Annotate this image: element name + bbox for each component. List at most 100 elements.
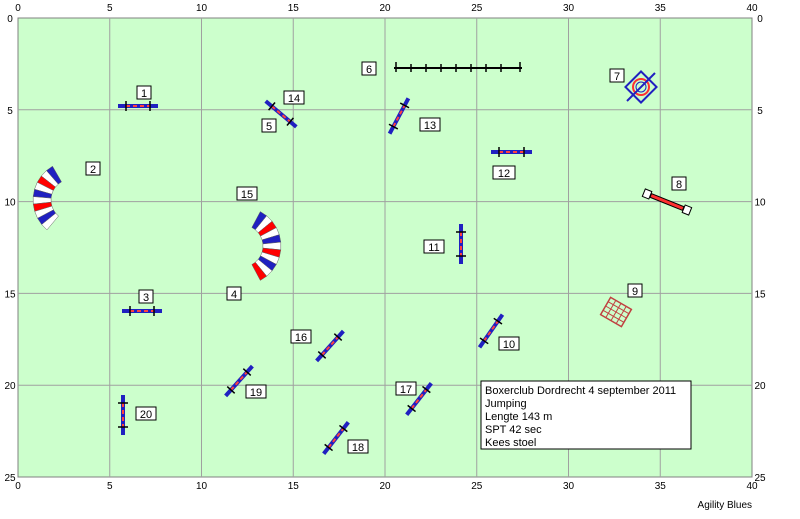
tunnel-2 [32, 165, 62, 231]
info-length: Lengte 143 m [485, 411, 552, 423]
info-club-date: Boxerclub Dordrecht 4 september 2011 [485, 385, 676, 397]
svg-text:3: 3 [143, 292, 149, 304]
jump-16 [315, 329, 345, 363]
x-tick-label-top: 25 [471, 3, 483, 14]
x-tick-label-top: 35 [655, 3, 667, 14]
svg-text:13: 13 [424, 120, 436, 132]
info-class: Jumping [485, 398, 527, 410]
jump-13 [387, 97, 411, 135]
label-12: 12 [492, 165, 516, 180]
jump-3 [122, 306, 162, 316]
tunnel-segment [41, 212, 59, 231]
jump-17 [405, 382, 433, 416]
x-tick-label-top: 40 [746, 3, 758, 14]
svg-text:18: 18 [352, 442, 364, 454]
jump-5-14 [264, 99, 298, 129]
x-tick-label-top: 10 [196, 3, 208, 14]
svg-text:1: 1 [141, 88, 147, 100]
x-tick-label-bottom: 15 [288, 481, 300, 492]
svg-text:10: 10 [503, 339, 515, 351]
svg-text:14: 14 [288, 93, 300, 105]
label-11: 11 [423, 239, 445, 254]
svg-text:9: 9 [632, 286, 638, 298]
svg-text:8: 8 [676, 179, 682, 191]
x-tick-label-bottom: 5 [107, 481, 113, 492]
x-tick-label-bottom: 40 [746, 481, 758, 492]
y-tick-label-left: 5 [7, 106, 13, 117]
svg-text:2: 2 [90, 164, 96, 176]
y-tick-label-left: 25 [4, 473, 16, 484]
x-tick-label-top: 5 [107, 3, 113, 14]
svg-text:19: 19 [250, 387, 262, 399]
jump-1 [118, 101, 158, 111]
label-8: 8 [671, 176, 687, 191]
jump-19 [224, 364, 254, 398]
label-18: 18 [347, 439, 369, 454]
label-16: 16 [290, 329, 312, 344]
label-5: 5 [261, 118, 277, 133]
x-tick-label-top: 15 [288, 3, 300, 14]
info-spt: SPT 42 sec [485, 424, 542, 436]
label-2: 2 [85, 161, 101, 176]
y-tick-label-right: 5 [757, 106, 763, 117]
y-tick-label-right: 0 [757, 14, 763, 25]
svg-text:17: 17 [400, 384, 412, 396]
x-tick-label-top: 0 [15, 3, 21, 14]
svg-text:16: 16 [295, 332, 307, 344]
tunnel-4-15 [251, 211, 282, 281]
x-tick-label-bottom: 20 [379, 481, 391, 492]
label-14: 14 [283, 90, 305, 105]
wall-jump-8 [641, 188, 693, 216]
x-tick-label-top: 30 [563, 3, 575, 14]
y-tick-label-left: 15 [4, 289, 16, 300]
x-tick-label-bottom: 0 [15, 481, 21, 492]
svg-text:4: 4 [231, 289, 237, 301]
label-6: 6 [361, 61, 377, 76]
tunnel-segment [251, 261, 268, 281]
svg-text:7: 7 [614, 71, 620, 83]
label-19: 19 [245, 384, 267, 399]
jump-18 [322, 421, 350, 455]
x-tick-label-bottom: 25 [471, 481, 483, 492]
label-15: 15 [236, 186, 258, 201]
table-hurdle-9 [599, 296, 633, 328]
svg-text:15: 15 [241, 189, 253, 201]
label-20: 20 [135, 406, 157, 421]
y-tick-label-right: 25 [754, 473, 766, 484]
y-tick-label-right: 20 [754, 381, 766, 392]
dog-walk-obstacle [394, 62, 522, 72]
y-tick-label-left: 10 [4, 198, 16, 209]
svg-text:6: 6 [366, 64, 372, 76]
svg-text:11: 11 [428, 242, 439, 254]
x-tick-label-bottom: 35 [655, 481, 667, 492]
y-tick-label-left: 20 [4, 381, 16, 392]
label-17: 17 [395, 381, 417, 396]
y-tick-label-left: 0 [7, 14, 13, 25]
x-tick-label-bottom: 10 [196, 481, 208, 492]
jump-20 [118, 395, 128, 435]
svg-text:20: 20 [140, 409, 152, 421]
jump-11 [456, 224, 466, 264]
svg-text:5: 5 [266, 121, 272, 133]
svg-text:12: 12 [498, 168, 510, 180]
label-13: 13 [419, 117, 441, 132]
jump-10 [477, 313, 505, 349]
y-tick-label-right: 15 [754, 289, 766, 300]
label-7: 7 [609, 68, 625, 83]
label-3: 3 [138, 289, 154, 304]
obstacle-labels: 1 2 3 4 5 6 7 8 9 10 11 12 13 14 15 16 1… [85, 61, 687, 454]
label-1: 1 [136, 85, 152, 100]
x-tick-label-bottom: 30 [563, 481, 575, 492]
footer-credit: Agility Blues [698, 500, 752, 511]
label-4: 4 [226, 286, 242, 301]
y-tick-label-right: 10 [754, 198, 766, 209]
info-judge: Kees stoel [485, 437, 536, 449]
course-info-box: Boxerclub Dordrecht 4 september 2011 Jum… [480, 380, 692, 450]
tyre-jump-7 [624, 70, 658, 104]
x-tick-label-top: 20 [379, 3, 391, 14]
jump-12 [491, 147, 532, 157]
label-9: 9 [627, 283, 643, 298]
